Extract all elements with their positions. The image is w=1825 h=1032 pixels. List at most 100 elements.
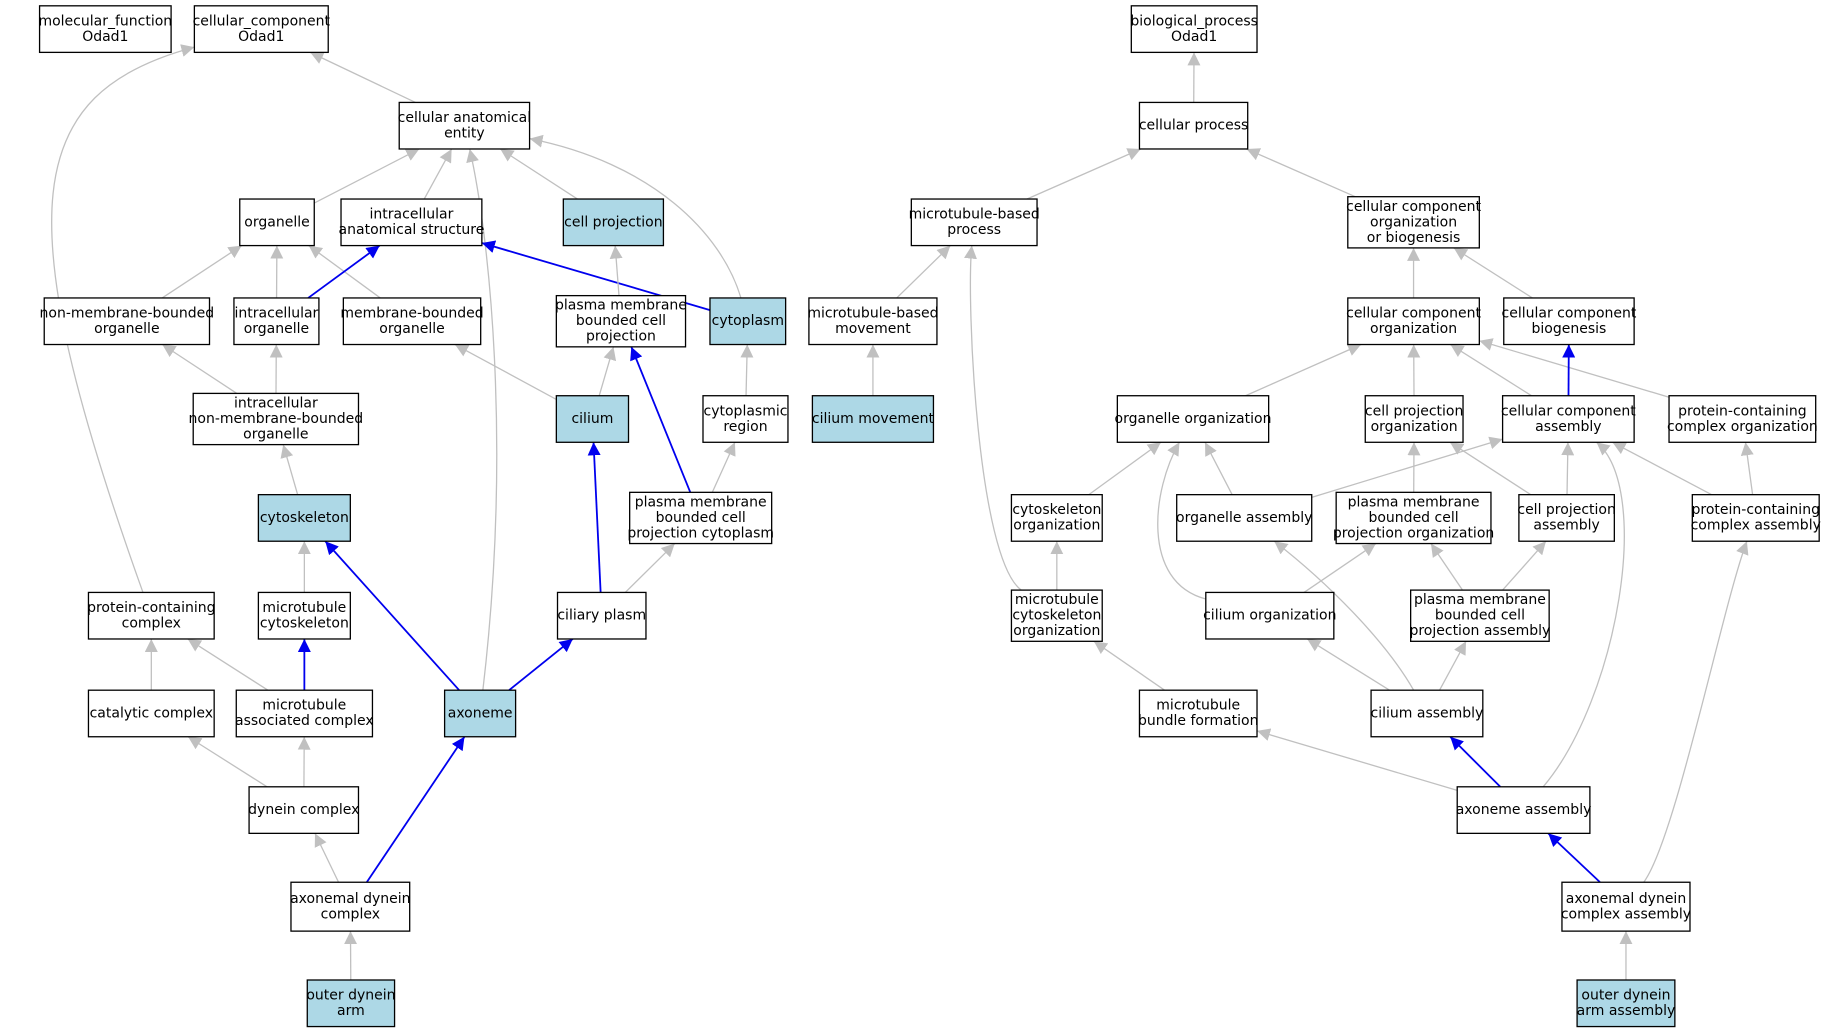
term-label: membrane-bounded — [340, 305, 483, 321]
term-label: complex — [321, 906, 380, 922]
term-node[interactable]: organelle — [239, 198, 315, 247]
term-node[interactable]: ciliary plasm — [556, 591, 647, 640]
term-node[interactable]: cilium organization — [1203, 591, 1337, 640]
edge-arrow — [1612, 441, 1712, 496]
term-node[interactable]: catalytic complex — [87, 689, 215, 738]
term-node[interactable]: dynein complex — [248, 786, 359, 835]
term-label: complex organization — [1667, 419, 1818, 435]
term-box — [1668, 395, 1817, 443]
edge-arrow — [740, 344, 754, 396]
term-label: cellular component — [1346, 305, 1481, 321]
term-label: axonemal dynein — [290, 891, 410, 907]
term-label: complex — [122, 615, 181, 631]
term-node[interactable]: axoneme — [443, 689, 517, 738]
term-label: plasma membrane — [555, 298, 687, 314]
term-label: assembly — [1535, 419, 1601, 435]
term-node[interactable]: intracellularnon-membrane-boundedorganel… — [189, 392, 364, 446]
edge-arrow — [1306, 638, 1390, 691]
term-label: catalytic complex — [90, 705, 213, 721]
term-box — [1561, 881, 1691, 932]
term-label: organelle — [244, 321, 309, 337]
term-node[interactable]: cell projection — [562, 198, 665, 247]
term-label: axonemal dynein — [1566, 891, 1686, 907]
term-label: intracellular — [234, 396, 318, 412]
term-node[interactable]: organelle assembly — [1176, 494, 1312, 542]
edge-arrow — [454, 343, 557, 401]
term-label: Odad1 — [238, 29, 284, 45]
edge-arrow — [161, 245, 243, 299]
term-box — [398, 101, 531, 150]
term-label: associated complex — [235, 713, 374, 729]
term-label: non-membrane-bounded — [40, 305, 215, 321]
term-node[interactable]: cilium movement — [811, 395, 935, 443]
edge-arrow — [1453, 247, 1533, 299]
term-label: organelle — [94, 321, 159, 337]
term-box — [233, 297, 320, 346]
term-label: ciliary plasm — [557, 608, 646, 624]
term-label: organization — [1013, 518, 1100, 534]
term-label: outer dynein — [306, 988, 395, 1004]
term-node[interactable]: organelle organization — [1115, 395, 1272, 443]
edge-arrow — [1246, 148, 1356, 198]
term-node[interactable]: cilium — [555, 395, 630, 443]
term-label: entity — [444, 125, 485, 141]
term-label: bundle formation — [1138, 713, 1259, 729]
term-label: cellular process — [1139, 118, 1248, 134]
edge-arrow — [1311, 436, 1503, 498]
term-label: organization — [1013, 623, 1100, 639]
term-label: organelle organization — [1115, 411, 1272, 427]
edge-arrow — [309, 51, 416, 104]
edge-arrow — [1561, 442, 1575, 495]
term-box — [257, 591, 351, 640]
edge-arrow — [711, 442, 736, 493]
term-node[interactable]: cilium assembly — [1370, 689, 1484, 738]
term-node[interactable]: axoneme assembly — [1456, 786, 1592, 835]
edge-arrow — [1643, 540, 1749, 883]
term-node[interactable]: cytoskeleton — [257, 494, 351, 542]
term-label: cytoskeleton — [260, 510, 349, 526]
term-node[interactable]: cytoplasm — [709, 297, 787, 346]
term-node[interactable]: cellular process — [1138, 101, 1249, 150]
term-label: organization — [1370, 214, 1457, 230]
term-label: organelle assembly — [1176, 510, 1312, 526]
edge-highlight-arrow — [587, 442, 602, 593]
term-box — [1503, 297, 1635, 346]
term-box — [1370, 689, 1484, 738]
term-label: bounded cell — [1435, 608, 1525, 624]
term-label: projection assembly — [1409, 623, 1550, 639]
